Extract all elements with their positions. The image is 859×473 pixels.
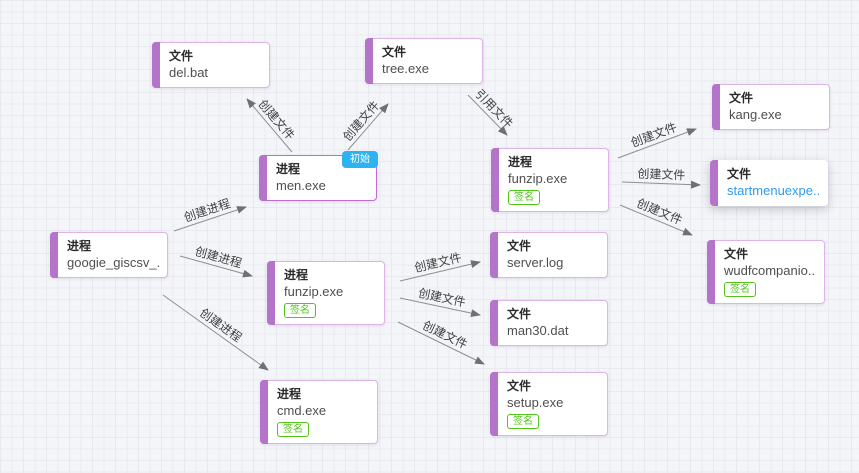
edge-line-8: [397, 321, 485, 365]
node-name: funzip.exe: [284, 284, 344, 299]
node-type-label: 进程: [67, 239, 92, 253]
node-name: del.bat: [169, 65, 209, 80]
node-accent-bar: [707, 240, 715, 304]
edge-label-0: 创建文件: [255, 96, 298, 142]
edge-line-1: [347, 103, 389, 151]
node-accent-bar: [710, 160, 718, 206]
node-accent-bar: [50, 232, 58, 278]
node-tree-exe[interactable]: 文件 tree.exe: [365, 38, 483, 84]
edge-line-2: [467, 94, 508, 136]
edge-label-6: 创建文件: [413, 249, 463, 275]
edge-line-7: [399, 297, 481, 318]
node-startmenu[interactable]: 文件 startmenuexpe...: [710, 160, 828, 206]
node-wudf[interactable]: 文件 wudfcompanio... 签名: [707, 240, 825, 304]
node-name: men.exe: [276, 178, 326, 193]
node-type-label: 进程: [284, 268, 309, 282]
edge-label-7: 创建文件: [417, 285, 467, 310]
edge-line-6: [399, 260, 481, 282]
node-accent-bar: [365, 38, 373, 84]
signed-badge: 签名: [284, 303, 316, 318]
node-setup-exe[interactable]: 文件 setup.exe 签名: [490, 372, 608, 436]
node-del-bat[interactable]: 文件 del.bat: [152, 42, 270, 88]
node-men-exe[interactable]: 初始 进程 men.exe: [259, 151, 378, 201]
node-type-label: 进程: [276, 162, 301, 176]
node-type-label: 文件: [507, 239, 532, 253]
edge-line-10: [621, 180, 701, 189]
edge-line-3: [173, 206, 247, 232]
node-funzip-mid[interactable]: 进程 funzip.exe 签名: [267, 261, 385, 325]
edge-line-0: [246, 98, 293, 153]
node-name: setup.exe: [507, 395, 564, 410]
edge-label-8: 创建文件: [420, 317, 470, 352]
node-name: wudfcompanio...: [724, 263, 816, 278]
node-accent-bar: [260, 380, 268, 444]
node-man30-dat[interactable]: 文件 man30.dat: [490, 300, 608, 346]
edge-label-11: 创建文件: [635, 195, 685, 227]
node-accent-bar: [490, 300, 498, 346]
node-type-label: 文件: [169, 49, 194, 63]
node-accent-bar: [259, 155, 267, 201]
node-name: startmenuexpe...: [727, 183, 819, 198]
edge-label-2: 引用文件: [472, 86, 516, 131]
edge-label-10: 创建文件: [637, 166, 686, 183]
node-type-label: 文件: [382, 45, 407, 59]
node-accent-bar: [152, 42, 160, 88]
signed-badge: 签名: [277, 422, 309, 437]
node-accent-bar: [491, 148, 499, 212]
node-name: man30.dat: [507, 323, 569, 338]
node-accent-bar: [712, 84, 720, 130]
node-kang-exe[interactable]: 文件 kang.exe: [712, 84, 830, 130]
node-name: googie_giscsv_...: [67, 255, 159, 270]
edge-line-4: [179, 255, 253, 278]
node-type-label: 文件: [724, 247, 749, 261]
signed-badge: 签名: [507, 414, 539, 429]
node-type-label: 进程: [508, 155, 533, 169]
edge-line-5: [162, 294, 269, 371]
node-type-label: 文件: [507, 307, 532, 321]
edge-label-9: 创建文件: [629, 119, 679, 150]
node-accent-bar: [267, 261, 275, 325]
node-name: server.log: [507, 255, 564, 270]
node-name: tree.exe: [382, 61, 429, 76]
signed-badge: 签名: [508, 190, 540, 205]
node-name: kang.exe: [729, 107, 782, 122]
edge-line-11: [619, 204, 693, 236]
node-type-label: 文件: [507, 379, 532, 393]
node-name: cmd.exe: [277, 403, 327, 418]
edge-line-9: [617, 128, 697, 159]
node-accent-bar: [490, 372, 498, 436]
node-type-label: 进程: [277, 387, 302, 401]
node-funzip-right[interactable]: 进程 funzip.exe 签名: [491, 148, 609, 212]
signed-badge: 签名: [724, 282, 756, 297]
node-accent-bar: [490, 232, 498, 278]
node-server-log[interactable]: 文件 server.log: [490, 232, 608, 278]
node-cmd-exe[interactable]: 进程 cmd.exe 签名: [260, 380, 378, 444]
initial-badge: 初始: [342, 151, 378, 168]
node-type-label: 文件: [727, 167, 752, 181]
edge-label-1: 创建文件: [339, 98, 382, 144]
node-name: funzip.exe: [508, 171, 568, 186]
node-type-label: 文件: [729, 91, 754, 105]
node-googie[interactable]: 进程 googie_giscsv_...: [50, 232, 168, 278]
